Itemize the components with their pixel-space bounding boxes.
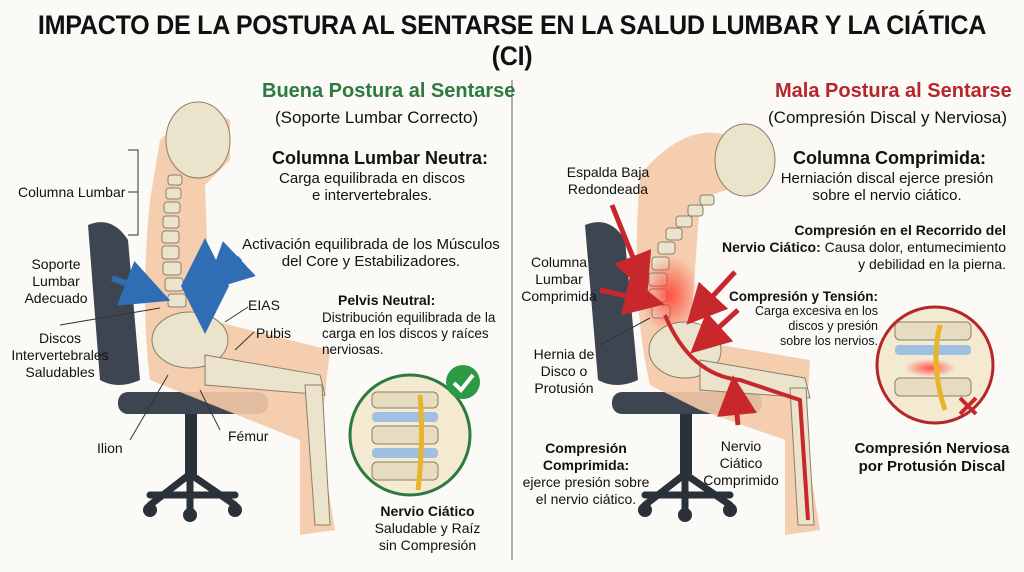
good-inset [348,365,480,497]
bad-subheading: (Compresión Discal y Nerviosa) [768,108,1008,127]
good-body [145,101,335,536]
label-columna-lumbar: Columna Lumbar [18,184,126,200]
label-ilion: Ilion [97,440,123,456]
bad-tension-text: Compresión y Tensión: Carga excesiva en … [728,289,878,348]
label-femur: Fémur [228,428,269,444]
bad-heading: Mala Postura al Sentarse [775,80,1012,102]
good-spine-title: Columna Lumbar Neutra: [272,148,489,168]
label-pubis: Pubis [256,325,292,341]
good-subheading: (Soporte Lumbar Correcto) [275,108,479,127]
label-eias: EIAS [248,297,280,313]
bad-red-arrows [599,204,757,426]
bad-path-text: Compresión en el Recorrido del Nervio Ci… [721,222,1006,272]
bad-spine-title: Columna Comprimida: [793,148,987,168]
pelvis-title: Pelvis Neutral: [338,292,436,308]
good-blue-arrows [110,238,256,334]
page-title: IMPACTO DE LA POSTURA AL SENTARSE EN LA … [37,10,987,71]
bad-inset [875,305,995,425]
good-heading: Buena Postura al Sentarse [262,80,516,102]
